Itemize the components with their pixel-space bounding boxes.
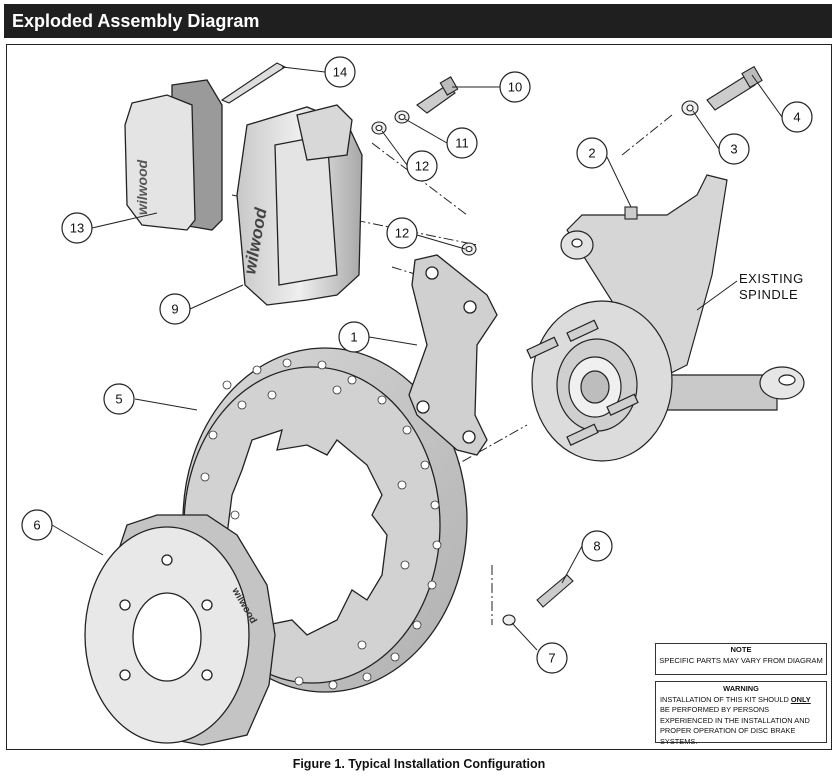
svg-text:8: 8 — [593, 539, 600, 554]
callout-12b: 12 — [386, 217, 418, 249]
svg-text:13: 13 — [70, 221, 84, 236]
callout-7: 7 — [536, 642, 568, 674]
svg-text:1: 1 — [350, 330, 357, 345]
callout-1: 1 — [338, 321, 370, 353]
note-title: NOTE — [730, 645, 752, 654]
assembly-drawing: wilwood wilwood wilwood — [21, 56, 813, 746]
svg-text:2: 2 — [588, 146, 595, 161]
svg-text:7: 7 — [548, 651, 555, 666]
callout-4: 4 — [781, 101, 813, 133]
callout-10: 10 — [499, 71, 531, 103]
svg-text:3: 3 — [730, 142, 737, 157]
pad-brand-logo: wilwood — [134, 159, 150, 215]
cotter-pin — [220, 62, 287, 104]
note-text: SPECIFIC PARTS MAY VARY FROM DIAGRAM — [659, 656, 823, 665]
header-title: Exploded Assembly Diagram — [12, 11, 260, 31]
callout-11: 11 — [446, 127, 478, 159]
rotor-bolt — [536, 574, 574, 608]
callout-8: 8 — [581, 530, 613, 562]
callout-9: 9 — [159, 293, 191, 325]
callout-3: 3 — [718, 133, 750, 165]
hardware — [220, 62, 763, 626]
callout-12a: 12 — [406, 150, 438, 182]
figure-caption: Figure 1. Typical Installation Configura… — [292, 757, 546, 771]
callouts: 14 10 4 11 3 2 12 12 13 9 1 5 6 8 7 — [21, 56, 813, 674]
callout-13: 13 — [61, 212, 93, 244]
warning-title: WARNING — [723, 684, 759, 693]
diagram-header: Exploded Assembly Diagram — [4, 4, 832, 38]
svg-text:10: 10 — [508, 80, 522, 95]
leader-lines — [51, 66, 783, 651]
spacer — [624, 206, 638, 220]
callout-2: 2 — [576, 137, 608, 169]
mounting-bracket — [408, 254, 498, 456]
diagram-frame: wilwood wilwood wilwood — [6, 44, 832, 750]
svg-text:14: 14 — [333, 65, 347, 80]
caliper: wilwood — [236, 104, 363, 306]
svg-text:11: 11 — [455, 136, 469, 151]
spindle-assembly — [526, 174, 805, 462]
svg-text:12: 12 — [415, 159, 429, 174]
wheel-studs — [526, 319, 639, 446]
note-box: NOTE SPECIFIC PARTS MAY VARY FROM DIAGRA… — [655, 643, 827, 675]
callout-5: 5 — [103, 383, 135, 415]
svg-text:5: 5 — [115, 392, 122, 407]
callout-6: 6 — [21, 509, 53, 541]
brake-pads: wilwood — [124, 79, 223, 231]
warning-emphasis: ONLY — [790, 694, 811, 704]
callout-14: 14 — [324, 56, 356, 88]
svg-text:6: 6 — [33, 518, 40, 533]
warning-box: WARNING INSTALLATION OF THIS KIT SHOULD … — [655, 681, 827, 746]
existing-spindle-label: EXISTING SPINDLE — [739, 271, 804, 302]
rotor-hat: wilwood — [84, 514, 276, 746]
svg-text:9: 9 — [171, 302, 178, 317]
svg-text:4: 4 — [793, 110, 800, 125]
svg-text:12: 12 — [395, 226, 409, 241]
